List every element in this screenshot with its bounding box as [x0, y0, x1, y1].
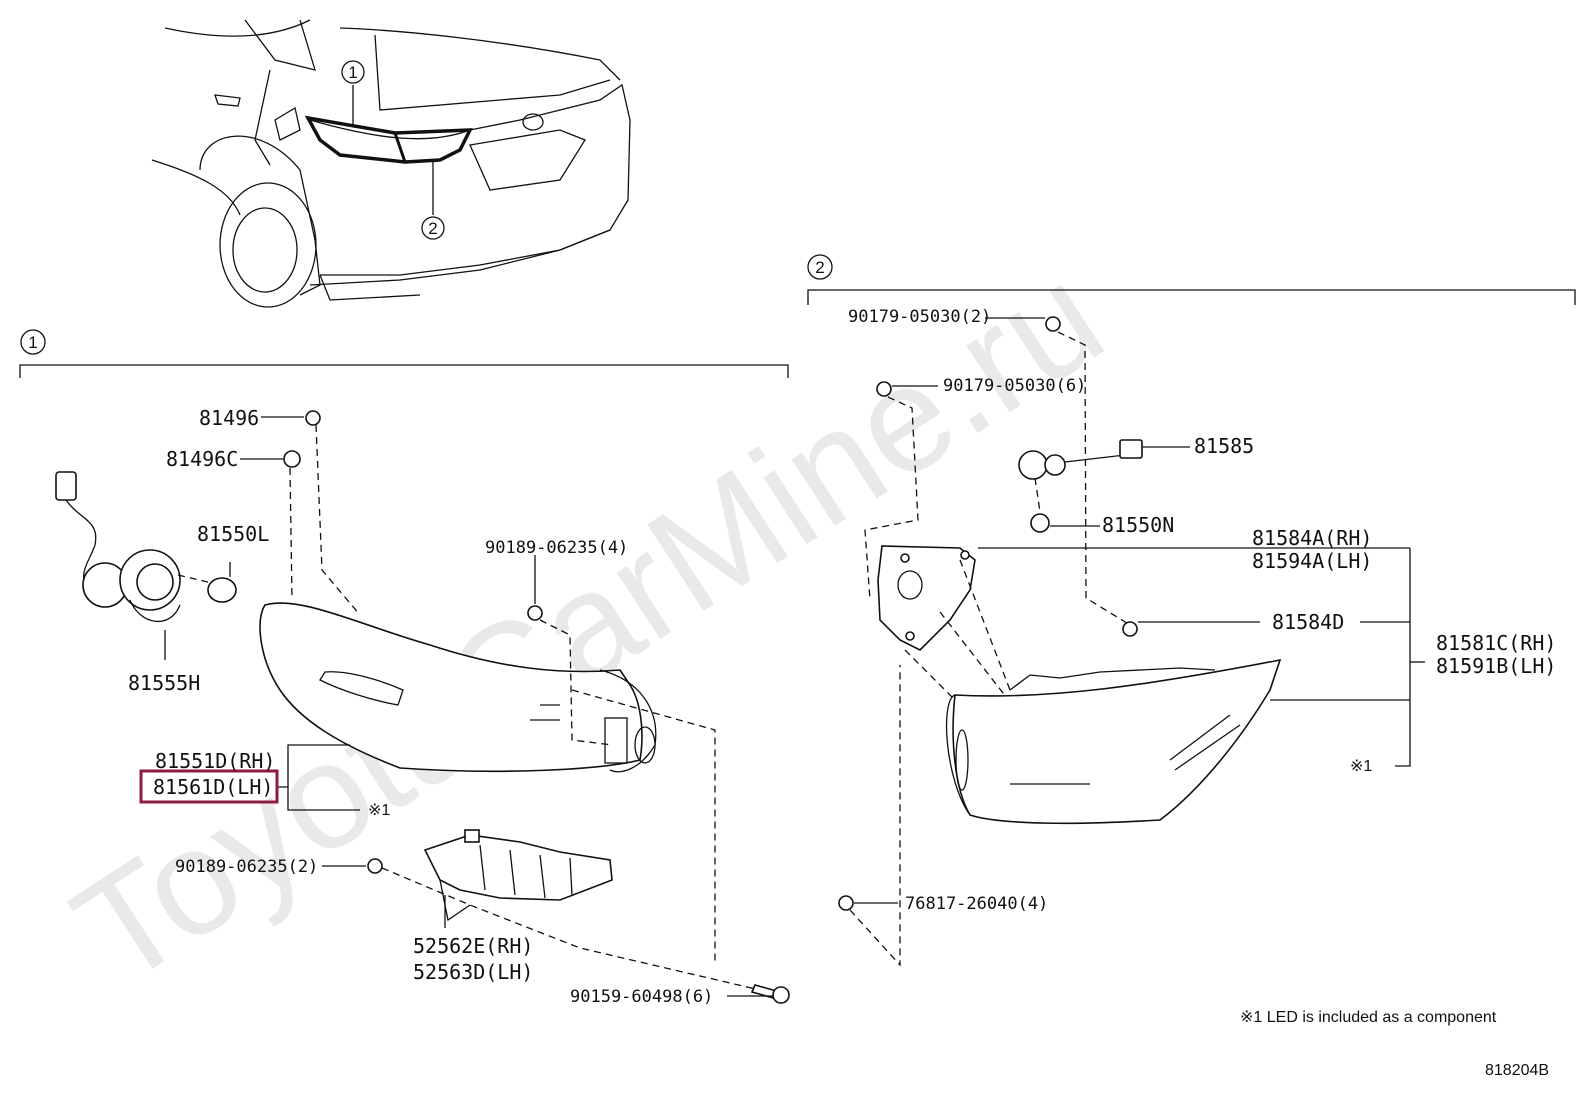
nut-76817 — [838, 895, 854, 911]
grommet-81584D — [1122, 621, 1138, 637]
label-81496C: 81496C — [166, 447, 238, 471]
label-81584A: 81584A(RH) — [1252, 526, 1372, 550]
label-81585: 81585 — [1194, 434, 1254, 458]
label-52562E: 52562E(RH) — [413, 934, 533, 958]
highlighted-part-box — [139, 769, 279, 804]
svg-text:1: 1 — [348, 63, 357, 82]
label-90159-60498: 90159-60498(6) — [570, 987, 713, 1007]
label-76817-26040: 76817-26040(4) — [905, 894, 1048, 914]
label-81496: 81496 — [199, 406, 259, 430]
label-81594A: 81594A(LH) — [1252, 549, 1372, 573]
bulb-81550L — [177, 574, 237, 603]
bulb-81550N — [1030, 513, 1050, 533]
label-90179-05030-6: 90179-05030(6) — [943, 376, 1086, 396]
section-2-bracket — [807, 289, 1576, 305]
section-1-bracket — [19, 364, 789, 378]
vehicle-rear-illustration: 1 2 — [151, 19, 631, 308]
lamp-housing-81594A — [877, 545, 976, 651]
nut-90189-4 — [527, 605, 543, 621]
label-81550N: 81550N — [1102, 513, 1174, 537]
socket-wire-81555H — [55, 471, 181, 660]
diagram-code: 818204B — [1485, 1062, 1549, 1079]
label-81581C: 81581C(RH) — [1436, 631, 1556, 655]
label-90179-05030-2: 90179-05030(2) — [848, 307, 991, 327]
label-81561D: 81561D(LH) — [153, 775, 273, 799]
nut-90189-2 — [367, 858, 383, 874]
footnote: ※1 LED is included as a component — [1240, 1009, 1497, 1026]
label-81591B: 81591B(LH) — [1436, 654, 1556, 678]
label-90189-06235-4: 90189-06235(4) — [485, 538, 628, 558]
bracket-52563D — [423, 829, 613, 922]
svg-text:2: 2 — [428, 219, 437, 238]
nut-90179-6 — [876, 381, 892, 397]
label-81550L: 81550L — [197, 522, 269, 546]
section-2: 2 — [807, 254, 1576, 967]
section-2-callout — [807, 254, 833, 280]
rear-combination-lamp-81561D — [259, 602, 657, 773]
section-1-callout — [20, 329, 46, 355]
label-81584D: 81584D — [1272, 610, 1344, 634]
label-52563D: 52563D(LH) — [413, 960, 533, 984]
rear-lamp-81591B — [946, 658, 1282, 825]
label-81555H: 81555H — [128, 671, 200, 695]
grommet-81496 — [305, 410, 321, 426]
callout-1-car — [341, 60, 365, 84]
svg-text:2: 2 — [815, 258, 824, 277]
svg-text:1: 1 — [28, 333, 37, 352]
note-ref-1: ※1 — [368, 802, 390, 819]
label-81551D: 81551D(RH) — [155, 749, 275, 773]
note-ref-2: ※1 — [1350, 758, 1372, 775]
label-90189-06235-2: 90189-06235(2) — [175, 857, 318, 877]
section-1: 1 — [19, 329, 790, 1007]
bolt-90159 — [750, 984, 790, 1004]
nut-90179-2 — [1045, 316, 1061, 332]
grommet-81496C — [283, 450, 301, 468]
socket-81585 — [1018, 439, 1143, 480]
callout-2-car — [421, 216, 445, 240]
